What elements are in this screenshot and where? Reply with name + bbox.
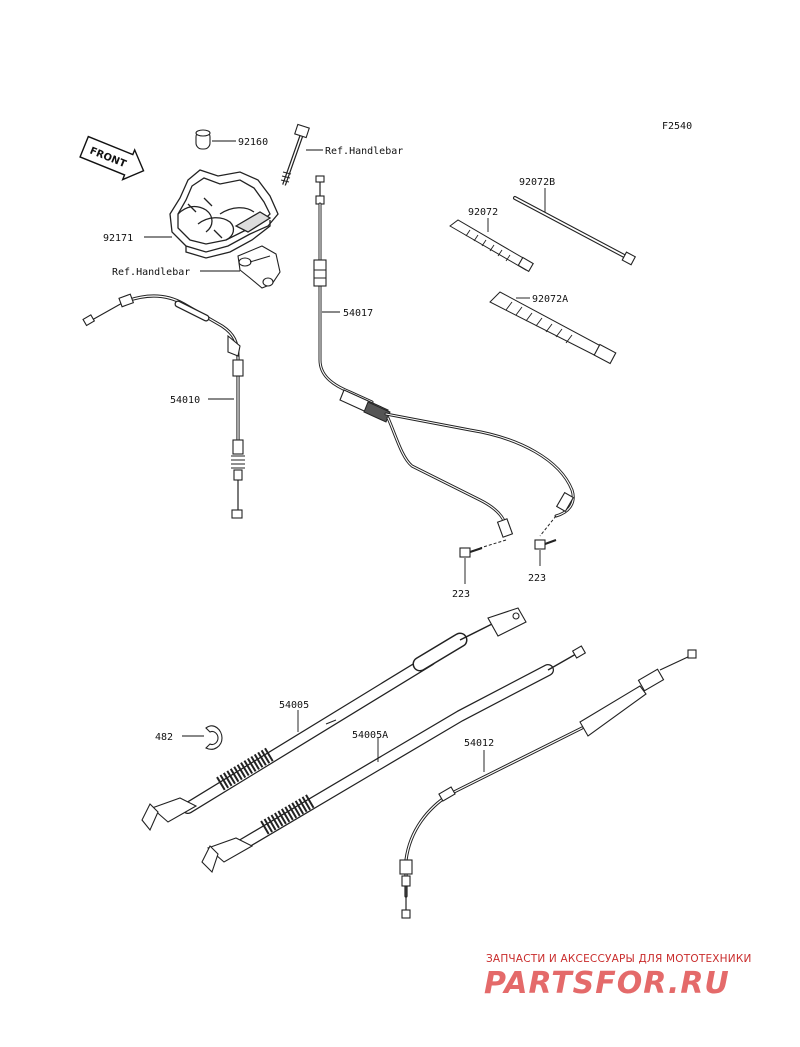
label-54012: 54012 bbox=[464, 738, 494, 749]
cable-54017 bbox=[313, 175, 575, 549]
cable-54005A bbox=[201, 645, 587, 874]
label-54005: 54005 bbox=[279, 700, 309, 711]
label-223-left: 223 bbox=[452, 589, 470, 600]
bracket-92171 bbox=[169, 169, 279, 259]
cable-tie-92072A bbox=[489, 291, 617, 365]
cable-54010 bbox=[82, 293, 245, 519]
label-92171: 92171 bbox=[103, 233, 133, 244]
label-54005A: 54005A bbox=[352, 730, 388, 741]
label-92072B: 92072B bbox=[519, 177, 555, 188]
label-54017: 54017 bbox=[343, 308, 373, 319]
label-54010: 54010 bbox=[170, 395, 200, 406]
cable-54012 bbox=[399, 649, 697, 919]
watermark-tagline: ЗАПЧАСТИ И АКСЕССУАРЫ ДЛЯ МОТОТЕХНИКИ bbox=[486, 953, 752, 965]
collar-92160 bbox=[195, 129, 211, 150]
label-92160: 92160 bbox=[238, 137, 268, 148]
bolt bbox=[280, 123, 310, 186]
screw-223-left bbox=[459, 547, 483, 558]
label-223-right: 223 bbox=[528, 573, 546, 584]
front-arrow-icon: FRONT bbox=[79, 135, 145, 181]
handlebar-clamp bbox=[237, 245, 281, 289]
watermark-logo: PARTSFOR.RU bbox=[484, 966, 730, 1001]
screw-223-right bbox=[534, 539, 557, 550]
figure-code: F2540 bbox=[662, 121, 692, 132]
label-482: 482 bbox=[155, 732, 173, 743]
cable-tie-92072B bbox=[513, 196, 637, 266]
cable-tie-92072 bbox=[449, 219, 534, 273]
cable-54005 bbox=[141, 607, 527, 832]
label-92072: 92072 bbox=[468, 207, 498, 218]
clip-482 bbox=[205, 725, 223, 750]
label-ref-handlebar-1: Ref.Handlebar bbox=[325, 146, 403, 157]
label-92072A: 92072A bbox=[532, 294, 568, 305]
label-ref-handlebar-2: Ref.Handlebar bbox=[112, 267, 190, 278]
